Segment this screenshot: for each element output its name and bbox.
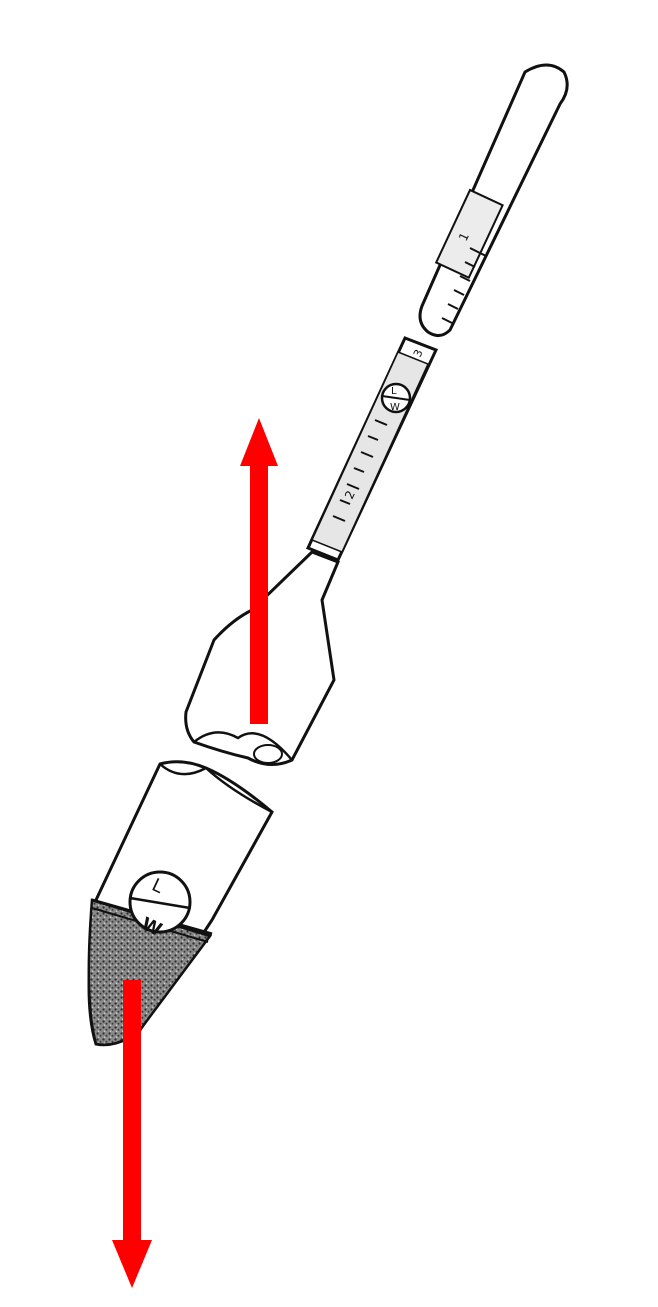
lower-break-line — [159, 763, 273, 814]
buoyant-arrow-shaft — [250, 460, 268, 724]
weight-force-arrow — [112, 980, 152, 1288]
upper-scale-band — [434, 188, 504, 280]
buoyant-force-arrow — [240, 418, 278, 724]
upper-scale-ticks — [441, 247, 487, 324]
upper-mark-l: L — [391, 386, 397, 397]
bulb-break-bead — [253, 744, 283, 764]
bulb-lower-section: L W — [87, 760, 274, 1047]
middle-stem-section: 2 3 L W — [305, 336, 439, 562]
middle-scale-ticks — [332, 419, 388, 522]
scale-mark-3: 3 — [411, 347, 426, 359]
upper-stem-section: 1 — [418, 63, 569, 337]
upper-lw-marker: L W — [380, 382, 412, 414]
weight-arrow-shaft — [123, 980, 141, 1248]
middle-scale-band — [310, 351, 430, 553]
upper-mark-w: W — [390, 402, 400, 413]
buoyant-arrow-head — [240, 418, 278, 466]
bulb-break-line — [193, 731, 293, 761]
weight-arrow-head — [112, 1240, 152, 1288]
